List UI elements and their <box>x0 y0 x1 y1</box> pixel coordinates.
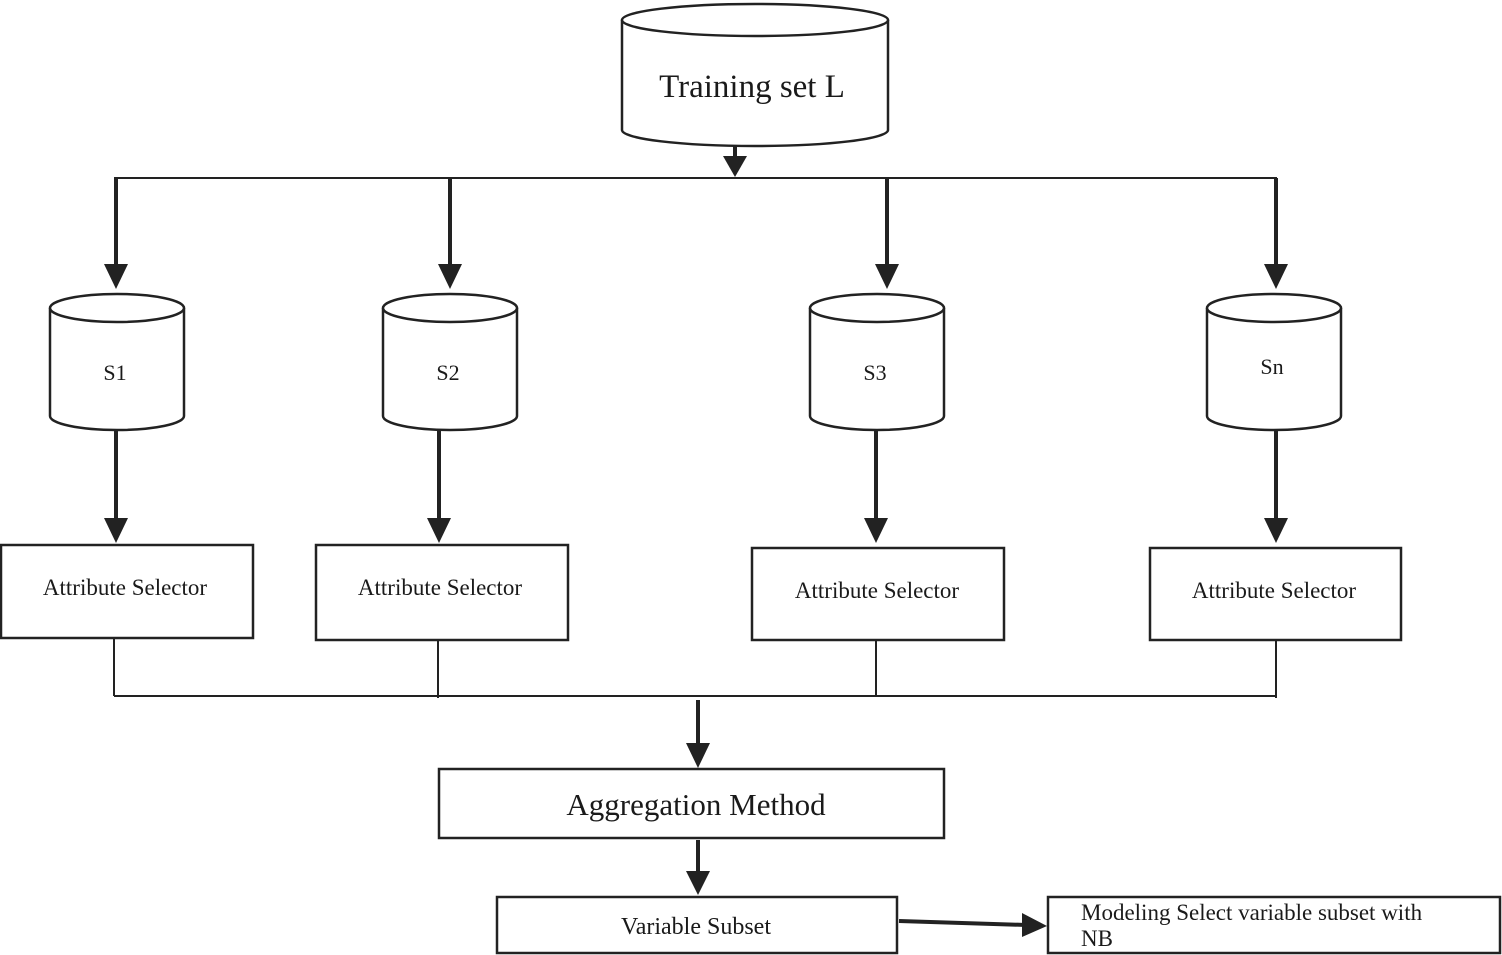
training-set-cylinder: Training set L <box>620 2 890 148</box>
modeling-label-line-1: Modeling Select variable subset with <box>1081 900 1423 925</box>
subset-label-sn: Sn <box>1260 354 1283 379</box>
subset-cylinder-s3: S3 <box>808 292 946 432</box>
aggregation-method-label: Aggregation Method <box>566 787 826 822</box>
attribute-selector-box-2: Attribute Selector <box>314 543 570 642</box>
variable-subset-box: Variable Subset <box>495 895 899 955</box>
arrow-sn-to-selector <box>1264 431 1288 543</box>
attribute-selector-label-1: Attribute Selector <box>43 575 207 600</box>
attribute-selector-box-1: Attribute Selector <box>0 543 255 640</box>
aggregation-method-box: Aggregation Method <box>437 767 946 840</box>
subset-cylinder-s2: S2 <box>381 292 519 432</box>
attribute-selector-label-3: Attribute Selector <box>795 578 959 603</box>
arrow-bus-to-aggregation <box>686 700 710 768</box>
subset-cylinder-sn: Sn <box>1205 292 1343 432</box>
arrow-training-to-bus <box>723 146 747 177</box>
subset-label-s3: S3 <box>863 360 886 385</box>
arrow-bus-to-s1 <box>104 178 128 289</box>
arrow-bus-to-s2 <box>438 178 462 289</box>
attribute-selector-box-3: Attribute Selector <box>750 546 1006 642</box>
arrow-bus-to-sn <box>1264 178 1288 289</box>
subset-label-s1: S1 <box>103 360 126 385</box>
arrow-s3-to-selector <box>864 431 888 543</box>
attribute-selector-label-2: Attribute Selector <box>358 575 522 600</box>
attribute-selector-label-4: Attribute Selector <box>1192 578 1356 603</box>
arrow-aggregation-to-variable-subset <box>686 840 710 895</box>
subset-cylinder-s1: S1 <box>48 292 186 432</box>
arrow-variable-subset-to-modeling <box>898 913 1047 937</box>
attribute-selector-box-4: Attribute Selector <box>1148 546 1403 642</box>
arrow-s1-to-selector <box>104 431 128 543</box>
subset-label-s2: S2 <box>436 360 459 385</box>
arrow-bus-to-s3 <box>875 178 899 289</box>
modeling-label-line-2: NB <box>1081 926 1113 951</box>
training-set-label: Training set L <box>659 69 845 105</box>
arrow-s2-to-selector <box>427 431 451 543</box>
variable-subset-label: Variable Subset <box>621 914 771 940</box>
modeling-box: Modeling Select variable subset with NB <box>1046 895 1502 955</box>
